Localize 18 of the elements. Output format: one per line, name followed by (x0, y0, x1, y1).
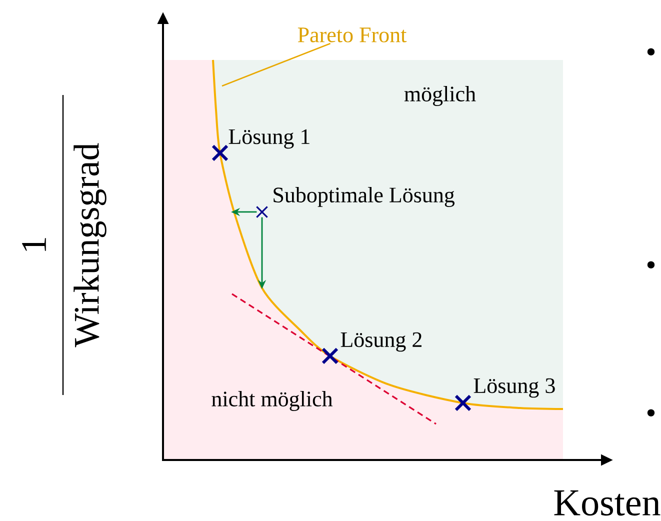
axis-label: Kosten (554, 490, 660, 516)
point-label: Lösung 3 (474, 378, 555, 398)
leader-line (222, 42, 331, 87)
point-marker (322, 347, 338, 364)
axis-label: Wirkungsgrad (74, 143, 106, 348)
point-label: Lösung 1 (228, 129, 310, 149)
bullet: • (647, 261, 655, 268)
point-marker (212, 144, 228, 162)
region-label: möglich (404, 86, 476, 106)
region-label: nicht möglich (212, 390, 333, 411)
curve-label: Pareto Front (298, 28, 407, 42)
axis-label: 1 (22, 238, 46, 251)
point-label: Lösung 2 (340, 332, 422, 352)
bullet: • (647, 48, 655, 56)
point-marker (256, 206, 268, 218)
bullet: • (647, 409, 655, 416)
point-label: Suboptimale Lösung (274, 186, 455, 207)
point-marker (454, 394, 472, 412)
